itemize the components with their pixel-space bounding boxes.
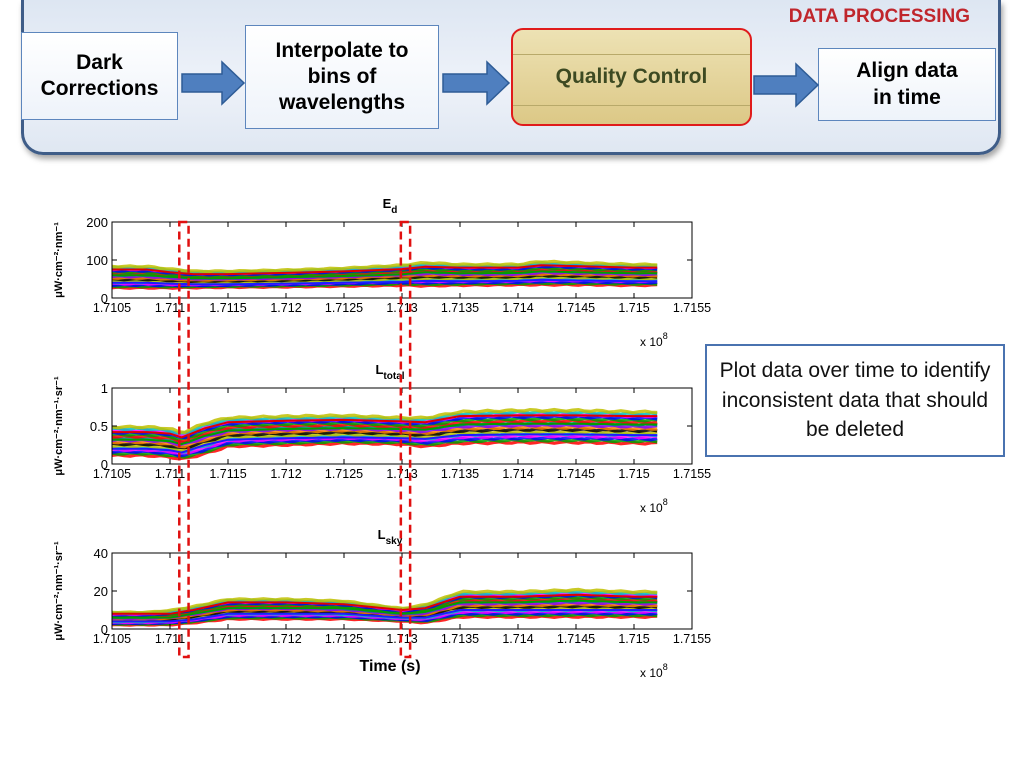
- x-tick-label: 1.7145: [557, 301, 595, 315]
- note-box: Plot data over time to identify inconsis…: [705, 344, 1005, 457]
- x-tick-label: 1.712: [270, 632, 301, 646]
- data-trace: [111, 267, 658, 279]
- y-tick-label: 0.5: [90, 419, 108, 434]
- note-text: Plot data over time to identify inconsis…: [719, 359, 991, 442]
- x-tick-label: 1.7115: [209, 632, 246, 646]
- highlight-window: [399, 220, 412, 659]
- x-tick-label: 1.711: [155, 467, 185, 481]
- series-line: [112, 433, 658, 454]
- step-quality-control: Quality Control: [511, 28, 752, 126]
- chart-title: Ltotal: [375, 362, 404, 382]
- x-multiplier-label: x 108: [640, 662, 668, 680]
- x-tick-label: 1.7135: [441, 632, 479, 646]
- y-tick-label: 0: [101, 457, 108, 472]
- x-tick-label: 1.711: [155, 632, 185, 646]
- series-line: [112, 278, 658, 286]
- y-tick-label: 100: [86, 253, 108, 268]
- x-tick-label: 1.714: [502, 632, 533, 646]
- step-align-data: Align data in time: [818, 48, 996, 121]
- x-axis-label: Time (s): [359, 658, 420, 675]
- x-tick-label: 1.714: [502, 467, 533, 481]
- y-tick-label: 0: [101, 291, 108, 306]
- data-trace: [111, 259, 658, 274]
- x-tick-label: 1.7115: [209, 301, 246, 315]
- data-trace: [111, 587, 658, 615]
- step-label: Align data in time: [856, 59, 958, 109]
- x-tick-label: 1.714: [502, 301, 533, 315]
- step-label: Interpolate to bins of wavelengths: [275, 38, 409, 115]
- series-line: [112, 422, 658, 446]
- data-trace: [111, 418, 658, 443]
- arrow-right-icon: [442, 60, 511, 106]
- step-dark-corrections: Dark Corrections: [21, 32, 178, 120]
- x-tick-label: 1.7155: [673, 632, 711, 646]
- x-tick-label: 1.7145: [557, 467, 595, 481]
- x-tick-label: 1.7155: [673, 467, 711, 481]
- series-line: [112, 593, 658, 615]
- x-multiplier-label: x 108: [640, 331, 668, 349]
- y-tick-label: 20: [94, 584, 108, 599]
- y-tick-label: 0: [101, 622, 108, 637]
- series-line: [112, 609, 658, 623]
- chart-title: Lsky: [378, 527, 403, 547]
- banner-title: DATA PROCESSING: [788, 6, 970, 27]
- x-tick-label: 1.712: [270, 467, 301, 481]
- y-axis-label: μW·cm⁻²·nm⁻¹·sr⁻¹: [53, 376, 65, 476]
- chart-panel-3: Lsky 0 20 40 1.7105 1.711 1.7115 1.712 1.7125 1.7…: [53, 527, 711, 680]
- data-trace: [111, 435, 658, 458]
- x-tick-label: 1.715: [618, 632, 649, 646]
- x-tick-label: 1.7155: [673, 301, 711, 315]
- x-tick-label: 1.711: [155, 301, 185, 315]
- chart-panel-2: Ltotal 0 0.5 1 1.7105 1.711 1.7115 1.712 1.7125 1…: [53, 362, 711, 515]
- x-tick-label: 1.7135: [441, 301, 479, 315]
- x-tick-label: 1.7125: [325, 301, 363, 315]
- x-tick-label: 1.7115: [209, 467, 246, 481]
- x-tick-label: 1.7145: [557, 632, 595, 646]
- x-tick-label: 1.715: [618, 301, 649, 315]
- chart-panel-1: Ed 0 100 200 1.7105 1.711 1.7115 1.712 1.7125 1.7…: [53, 196, 711, 349]
- data-trace: [111, 424, 658, 449]
- x-multiplier-label: x 108: [640, 497, 668, 515]
- x-tick-label: 1.7105: [93, 632, 131, 646]
- chart-title: Ed: [383, 196, 398, 216]
- highlight-window: [178, 220, 190, 659]
- series-line: [112, 264, 658, 276]
- data-trace: [111, 407, 658, 435]
- step-label: Quality Control: [555, 64, 708, 88]
- y-tick-label: 40: [94, 546, 108, 561]
- x-tick-label: 1.712: [270, 301, 301, 315]
- x-tick-label: 1.7135: [441, 467, 479, 481]
- arrow-right-icon: [753, 62, 820, 108]
- x-tick-label: 1.7105: [93, 467, 131, 481]
- x-tick-label: 1.715: [618, 467, 649, 481]
- y-axis-label: μW·cm⁻²·nm⁻¹: [53, 222, 65, 298]
- step-interpolate: Interpolate to bins of wavelengths: [245, 25, 439, 129]
- x-tick-label: 1.7125: [325, 467, 363, 481]
- x-tick-label: 1.7105: [93, 301, 131, 315]
- series-line: [112, 599, 658, 619]
- x-tick-label: 1.7125: [325, 632, 363, 646]
- y-axis-label: μW·cm⁻²·nm⁻¹·sr⁻¹: [53, 541, 65, 641]
- series-line: [112, 414, 658, 439]
- arrow-right-icon: [181, 60, 246, 106]
- step-label: Dark Corrections: [40, 50, 159, 100]
- y-tick-label: 200: [86, 215, 108, 230]
- y-tick-label: 1: [101, 381, 108, 396]
